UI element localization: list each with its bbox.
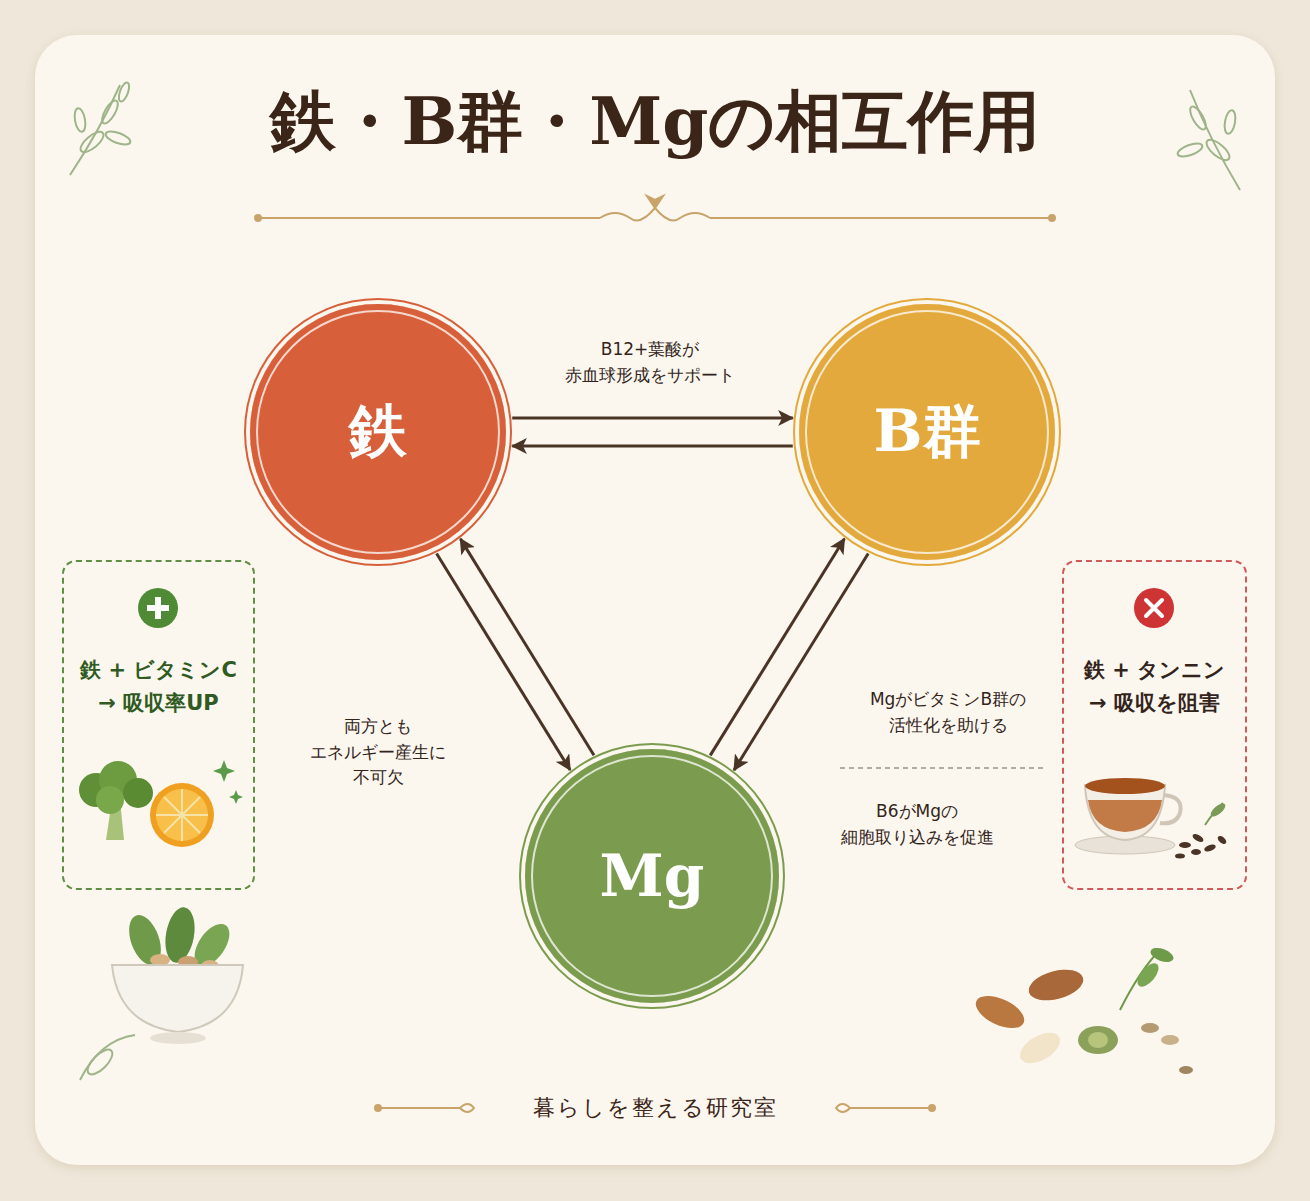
- caption-row: 暮らしを整える研究室: [0, 1093, 1310, 1123]
- magnesium-circle: Mg: [525, 749, 779, 1003]
- card-ground: [35, 35, 1275, 1165]
- tip-text: 鉄 + タンニン → 吸収を阻害: [1074, 654, 1235, 719]
- b-vitamin-circle: B群: [799, 304, 1055, 560]
- edge-label: B12+葉酸が 赤血球形成をサポート: [560, 335, 740, 390]
- edge-label: B6がMgの 細胞取り込みを促進: [836, 797, 999, 852]
- salad-bowl-illustration: [80, 905, 243, 1080]
- title-ornament: [255, 196, 1055, 221]
- interaction-arrow: [437, 554, 571, 770]
- tip-text: 鉄 + ビタミンC → 吸収率UP: [74, 654, 243, 719]
- interaction-arrow: [710, 539, 844, 756]
- circle-label: Mg: [600, 842, 705, 910]
- label-divider: [840, 767, 1045, 769]
- interaction-arrow: [734, 553, 868, 770]
- cross-icon: [1134, 588, 1174, 628]
- nuts-illustration: [971, 945, 1193, 1074]
- footer-caption: 暮らしを整える研究室: [525, 1095, 786, 1120]
- tip-box-plus: 鉄 + ビタミンC → 吸収率UP: [62, 560, 255, 890]
- edge-label: 両方とも エネルギー産生に 不可欠: [305, 712, 451, 793]
- broccoli-orange-illustration: [79, 760, 243, 847]
- circle-label: 鉄: [349, 393, 407, 471]
- interaction-arrow: [512, 417, 793, 420]
- tip-box-cross: 鉄 + タンニン → 吸収を阻害: [1062, 560, 1247, 890]
- interaction-arrow: [512, 445, 793, 448]
- tea-illustration: [1075, 778, 1228, 859]
- circle-label: B群: [873, 393, 980, 471]
- interaction-arrow: [460, 539, 594, 755]
- leaf-sprig: [70, 81, 132, 175]
- iron-circle: 鉄: [250, 304, 506, 560]
- edge-label: MgがビタミンB群の 活性化を助ける: [865, 685, 1031, 740]
- plus-icon: [138, 588, 178, 628]
- diagram-title: 鉄・B群・Mgの相互作用: [0, 82, 1310, 161]
- leaf-sprig: [1176, 90, 1240, 190]
